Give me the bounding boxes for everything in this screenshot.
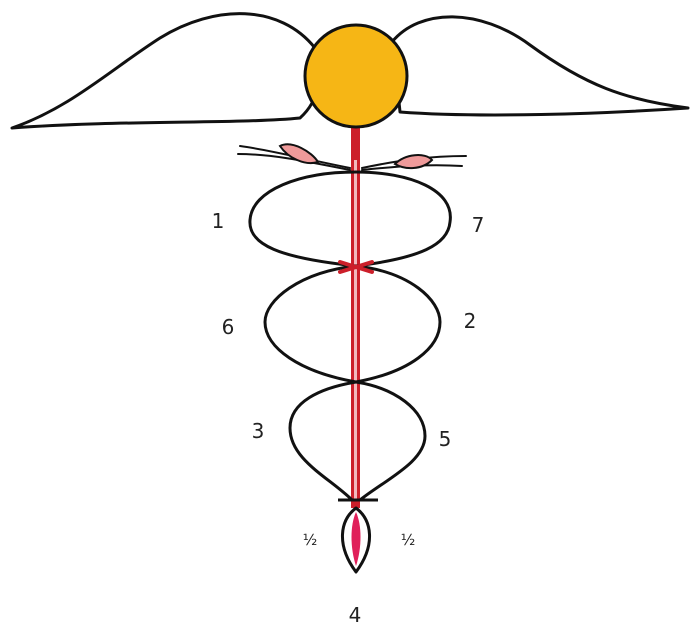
left-tie-loop [280, 144, 318, 163]
loop-3 [290, 382, 356, 500]
label-loop-7: 7 [472, 213, 485, 237]
left-wing [12, 14, 320, 128]
serpent-loops [250, 172, 450, 500]
label-bottom-4: 4 [349, 603, 362, 627]
label-half-left: ½ [303, 531, 318, 549]
loop-6 [265, 266, 356, 382]
label-loop-5: 5 [439, 427, 452, 451]
loop-5 [356, 382, 425, 500]
loop-2 [356, 266, 440, 382]
right-wing [392, 17, 688, 115]
label-loop-1: 1 [212, 209, 225, 233]
label-loop-3: 3 [252, 419, 265, 443]
orb [305, 25, 407, 127]
label-loop-2: 2 [464, 309, 477, 333]
label-loop-6: 6 [222, 315, 235, 339]
staff [351, 128, 360, 508]
loop-7 [356, 172, 450, 266]
label-half-right: ½ [401, 531, 416, 549]
tip-teardrop [342, 508, 369, 572]
loop-1 [250, 172, 356, 266]
staff-highlight [354, 160, 357, 500]
